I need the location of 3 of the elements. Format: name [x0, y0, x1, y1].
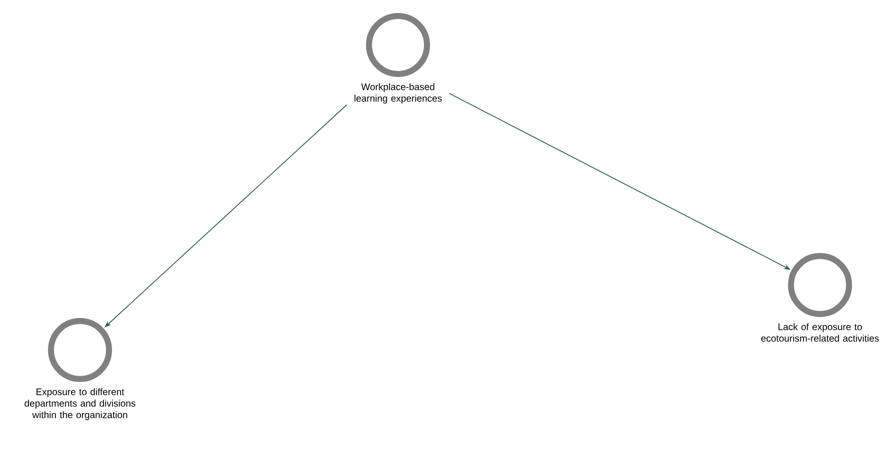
node-label: Exposure to different departments and divisions within the organization	[24, 388, 136, 420]
node-label: Lack of exposure to ecotourism-related activities	[761, 323, 879, 342]
node-label: Workplace-based learning experiences	[354, 83, 442, 104]
